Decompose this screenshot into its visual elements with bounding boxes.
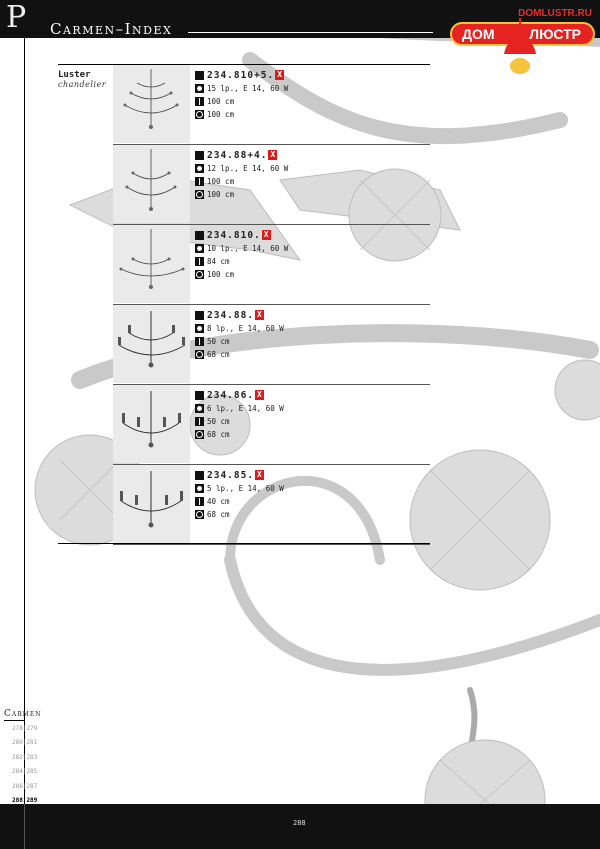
code-square-icon	[195, 310, 204, 320]
page-link[interactable]: 282|283	[12, 753, 38, 761]
lamp-spec: 12 lp., E 14, 60 W	[207, 163, 289, 173]
diameter-spec: 100 cm	[207, 109, 235, 119]
brand-logo[interactable]: DOMLUSTR.RU ДОМ ЛЮСТР	[440, 6, 600, 84]
bulb-icon	[195, 403, 204, 413]
code-square-icon	[195, 150, 204, 160]
footer-bar: 288	[0, 804, 600, 849]
variant-x-badge: X	[255, 390, 264, 400]
diameter-icon	[195, 269, 204, 279]
lamp-spec: 15 lp., E 14, 60 W	[207, 83, 289, 93]
variant-x-badge: X	[275, 70, 285, 80]
logo-mark: P	[6, 0, 27, 35]
page-link[interactable]: 284|285	[12, 768, 38, 776]
page-link[interactable]: 286|287	[12, 782, 38, 790]
height-icon	[195, 416, 204, 426]
height-spec: 100 cm	[207, 96, 235, 106]
product-list: 234.810+5.X 15 lp., E 14, 60 W 100 cm 10…	[113, 65, 430, 545]
chandelier-thumbnail	[113, 65, 190, 143]
brand-lamp-icon	[504, 18, 536, 74]
product-code: 234.810+5.	[207, 69, 275, 81]
product-code: 234.88.	[207, 309, 255, 321]
product-code: 234.88+4.	[207, 149, 268, 161]
chandelier-thumbnail	[113, 465, 190, 543]
product-code: 234.85.	[207, 469, 255, 481]
diameter-spec: 68 cm	[207, 509, 230, 519]
page-link[interactable]: 280|281	[12, 739, 38, 747]
height-icon	[195, 96, 204, 106]
product-row[interactable]: 234.810+5.X 15 lp., E 14, 60 W 100 cm 10…	[113, 65, 430, 145]
code-square-icon	[195, 70, 204, 80]
bulb-icon	[195, 163, 204, 173]
diameter-icon	[195, 109, 204, 119]
sidebar-title: Carmen	[4, 709, 42, 719]
product-code: 234.86.	[207, 389, 255, 401]
diameter-icon	[195, 349, 204, 359]
bulb-icon	[195, 83, 204, 93]
page-index: 278|279 280|281 282|283 284|285 286|287 …	[12, 722, 37, 808]
chandelier-thumbnail	[113, 305, 190, 383]
diameter-spec: 68 cm	[207, 349, 230, 359]
height-spec: 100 cm	[207, 176, 235, 186]
section-subtitle: chandelier	[58, 80, 107, 89]
footer-page-number: 288	[293, 819, 306, 827]
height-spec: 84 cm	[207, 256, 230, 266]
left-margin-rule	[24, 38, 25, 804]
product-row[interactable]: 234.88+4.X 12 lp., E 14, 60 W 100 cm 100…	[113, 145, 430, 225]
page-link[interactable]: 278|279	[12, 725, 38, 732]
lamp-spec: 5 lp., E 14, 60 W	[207, 483, 284, 493]
code-square-icon	[195, 230, 204, 240]
brand-url: DOMLUSTR.RU	[518, 8, 592, 19]
page-title: Carmen–Index	[50, 20, 173, 38]
diameter-icon	[195, 429, 204, 439]
product-row[interactable]: 234.88.X 8 lp., E 14, 60 W 50 cm 68 cm	[113, 305, 430, 385]
diameter-spec: 68 cm	[207, 429, 230, 439]
section-name: Luster	[58, 70, 91, 80]
product-row[interactable]: 234.810.X 10 lp., E 14, 60 W 84 cm 100 c…	[113, 225, 430, 305]
lamp-spec: 8 lp., E 14, 60 W	[207, 323, 284, 333]
diameter-spec: 100 cm	[207, 189, 235, 199]
brand-word-right: ЛЮСТР	[529, 26, 581, 42]
code-square-icon	[195, 470, 204, 480]
product-row[interactable]: 234.86.X 6 lp., E 14, 60 W 50 cm 68 cm	[113, 385, 430, 465]
diameter-icon	[195, 189, 204, 199]
height-spec: 50 cm	[207, 336, 230, 346]
table-bottom-rule	[58, 543, 430, 544]
height-spec: 50 cm	[207, 416, 230, 426]
code-square-icon	[195, 390, 204, 400]
title-underline	[188, 32, 433, 33]
product-row[interactable]: 234.85.X 5 lp., E 14, 60 W 40 cm 68 cm	[113, 465, 430, 545]
table-top-rule	[58, 64, 430, 65]
sidebar-rule	[4, 720, 24, 721]
footer-rule	[24, 804, 25, 849]
chandelier-thumbnail	[113, 225, 190, 303]
product-code: 234.810.	[207, 229, 261, 241]
chandelier-thumbnail	[113, 145, 190, 223]
height-icon	[195, 336, 204, 346]
diameter-spec: 100 cm	[207, 269, 235, 279]
chandelier-thumbnail	[113, 385, 190, 463]
section-label: Luster chandelier	[58, 70, 106, 89]
variant-x-badge: X	[255, 470, 264, 480]
lamp-spec: 10 lp., E 14, 60 W	[207, 243, 289, 253]
variant-x-badge: X	[268, 150, 278, 160]
brand-word-left: ДОМ	[462, 26, 495, 42]
bulb-icon	[195, 483, 204, 493]
height-icon	[195, 256, 204, 266]
variant-x-badge: X	[261, 230, 271, 240]
bulb-icon	[195, 323, 204, 333]
lamp-spec: 6 lp., E 14, 60 W	[207, 403, 284, 413]
height-icon	[195, 496, 204, 506]
height-icon	[195, 176, 204, 186]
bulb-icon	[195, 243, 204, 253]
diameter-icon	[195, 509, 204, 519]
page-link-current[interactable]: 288|289	[12, 796, 38, 804]
height-spec: 40 cm	[207, 496, 230, 506]
variant-x-badge: X	[255, 310, 264, 320]
